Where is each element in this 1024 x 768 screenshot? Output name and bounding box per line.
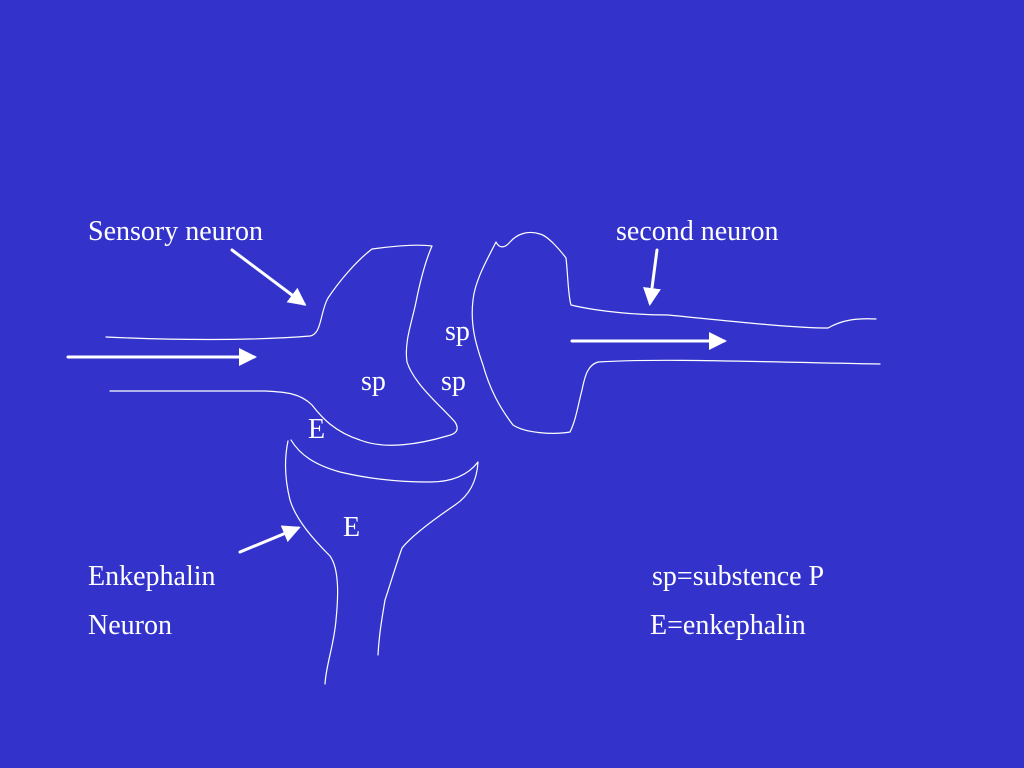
enkephalin-pointer-arrow [238, 525, 301, 554]
second-neuron-pointer-arrow [643, 248, 661, 306]
second-neuron-label: second neuron [616, 216, 779, 247]
enkephalin-neuron-label-line1: Enkephalin [88, 561, 216, 592]
enkephalin-label-lower: E [343, 512, 361, 543]
substance-p-label-right: sp [441, 366, 466, 397]
substance-p-label-top: sp [445, 316, 470, 347]
legend-substance-p: sp=substence P [652, 561, 825, 592]
enkephalin-neuron-label-line2: Neuron [88, 610, 172, 641]
legend-enkephalin: E=enkephalin [650, 610, 806, 641]
substance-p-label-left: sp [361, 366, 386, 397]
enkephalin-label-upper: E [308, 414, 326, 445]
second-neuron-outline [471, 231, 881, 434]
enkephalin-neuron-outline [284, 439, 479, 685]
sensory-neuron-outline [105, 244, 458, 446]
sensory-pointer-arrow [230, 248, 307, 306]
sensory-neuron-label: Sensory neuron [88, 216, 263, 247]
